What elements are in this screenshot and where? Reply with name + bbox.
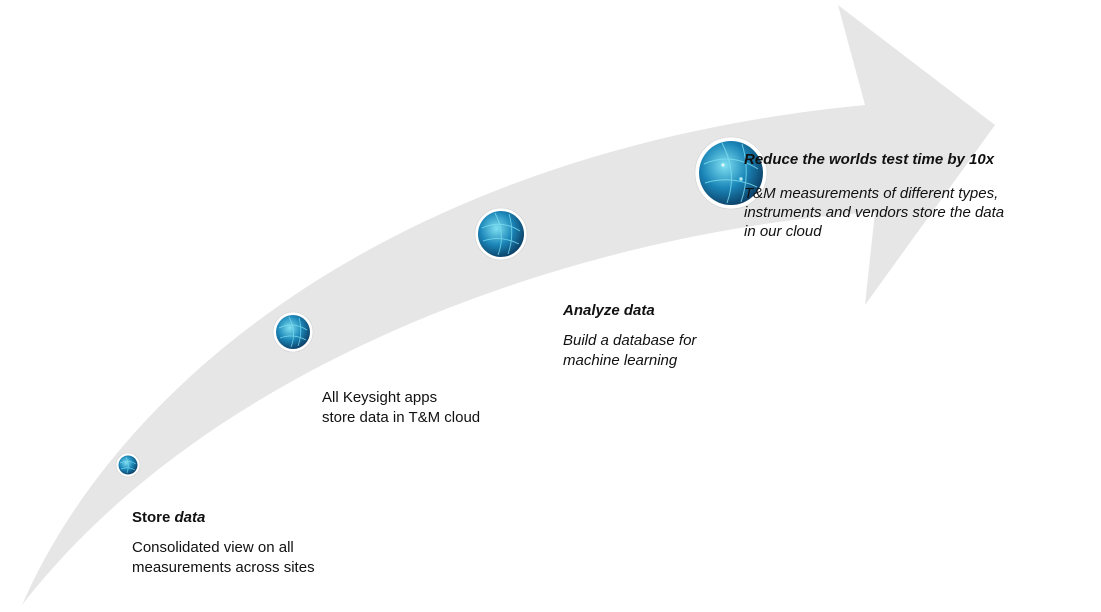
globe-icon [115, 452, 141, 478]
step-description-line: in our cloud [744, 223, 822, 240]
step-description-line: store data in T&M cloud [322, 409, 481, 426]
step-title: Store data [132, 508, 315, 528]
globe-icon [694, 136, 768, 210]
step-description-line: machine learning [563, 352, 678, 369]
step-title-prefix: Store [132, 509, 175, 526]
step-description-line: T&M measurements of different types, [744, 185, 999, 202]
step-description-line: All Keysight apps [322, 389, 438, 406]
step-description-line: measurements across sites [132, 559, 315, 576]
globe-icon [272, 311, 314, 353]
globe-icon [474, 207, 528, 261]
step-keysight-apps: All Keysight apps store data in T&M clou… [322, 388, 480, 428]
step-store-data: Store data Consolidated view on all meas… [132, 508, 315, 578]
step-title: Analyze data [563, 302, 655, 319]
step-title-emphasis: data [174, 509, 206, 526]
step-description-line: instruments and vendors store the data [744, 204, 1005, 221]
step-description-line: Consolidated view on all [132, 539, 294, 556]
step-description-line: Build a database for [563, 332, 697, 349]
step-title: Reduce the worlds test time by 10x [744, 151, 995, 168]
step-reduce-test-time: Reduce the worlds test time by 10x T&M m… [744, 150, 1004, 241]
step-analyze-data: Analyze data Build a database for machin… [563, 301, 696, 371]
